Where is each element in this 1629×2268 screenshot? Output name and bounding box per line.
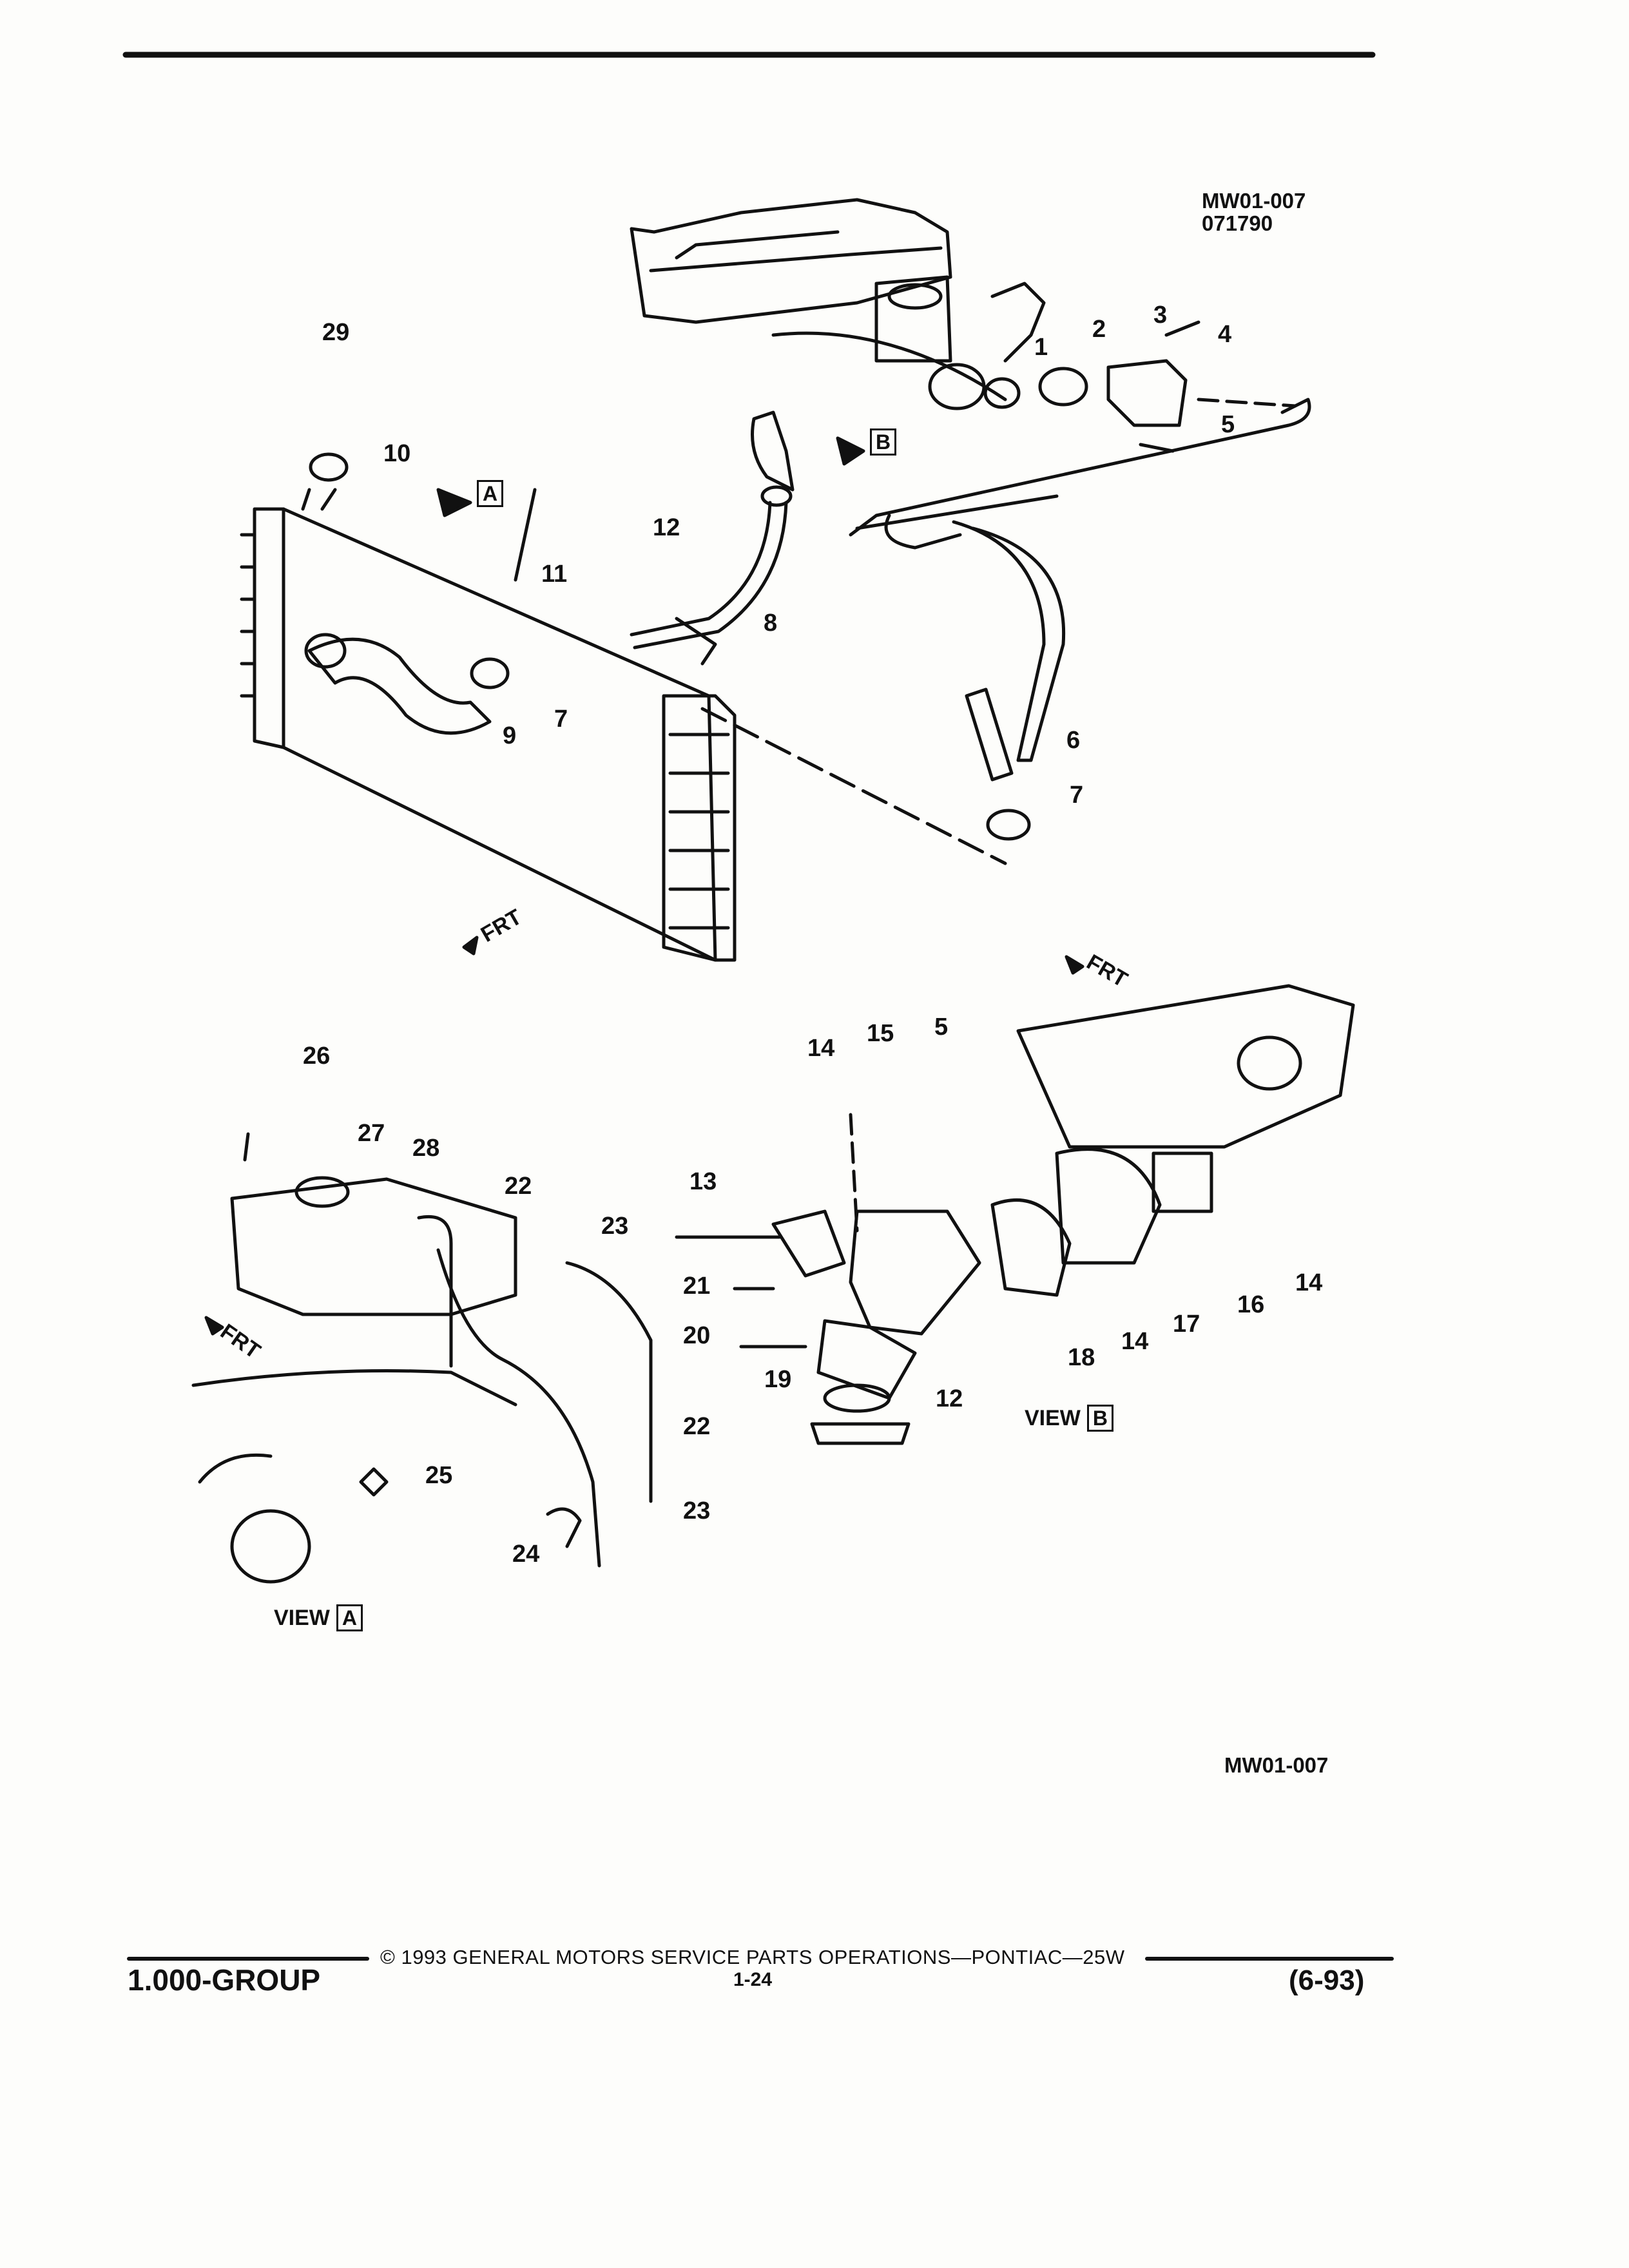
callout-29: 29 xyxy=(322,319,350,346)
callout-5-view-b: 5 xyxy=(934,1014,949,1041)
view-b-letter: B xyxy=(1086,1405,1114,1432)
callout-8: 8 xyxy=(764,610,778,637)
callout-11: 11 xyxy=(541,561,568,588)
callout-20: 20 xyxy=(683,1322,711,1349)
callout-23-bottom: 23 xyxy=(683,1497,711,1524)
callout-7-left: 7 xyxy=(554,706,568,733)
callout-24: 24 xyxy=(512,1541,540,1568)
engine-cover-drawing xyxy=(630,198,1046,401)
view-b-word: VIEW xyxy=(1025,1405,1081,1430)
heater-hose-drawing xyxy=(849,398,1311,841)
frt-arrow-top xyxy=(462,936,479,956)
frt-arrow-left xyxy=(204,1316,224,1336)
callout-14-mid: 14 xyxy=(1121,1328,1149,1355)
callout-28: 28 xyxy=(412,1135,440,1162)
view-a-word: VIEW xyxy=(274,1605,330,1630)
view-b-drawing xyxy=(675,984,1355,1445)
callout-13: 13 xyxy=(689,1168,717,1195)
arrow-b-letter: B xyxy=(870,428,897,456)
callout-7-right: 7 xyxy=(1070,782,1084,809)
callout-5-top: 5 xyxy=(1221,411,1235,438)
view-a-title: VIEW A xyxy=(274,1604,363,1631)
callout-15: 15 xyxy=(867,1020,894,1047)
callout-12-view-b: 12 xyxy=(936,1385,963,1412)
callout-9: 9 xyxy=(503,722,517,749)
callout-16: 16 xyxy=(1237,1291,1265,1318)
callout-1: 1 xyxy=(1034,334,1048,361)
view-a-letter: A xyxy=(336,1604,363,1631)
callout-12-top: 12 xyxy=(653,514,680,541)
callout-4: 4 xyxy=(1218,321,1232,348)
footer-group: 1.000-GROUP xyxy=(128,1963,321,1997)
arrow-b-drawing xyxy=(836,436,865,466)
figure-code-top: MW01-007 xyxy=(1202,189,1306,213)
callout-14-top: 14 xyxy=(807,1035,835,1062)
frt-arrow-right xyxy=(1065,955,1084,975)
arrow-b-label: B xyxy=(870,428,897,456)
callout-23-top: 23 xyxy=(601,1213,629,1240)
arrow-a-label: A xyxy=(477,480,504,507)
arrow-a-drawing xyxy=(436,488,472,517)
callout-14-right: 14 xyxy=(1295,1269,1323,1296)
callout-2: 2 xyxy=(1092,316,1106,343)
callout-25: 25 xyxy=(425,1462,453,1489)
callout-17: 17 xyxy=(1173,1311,1200,1338)
callout-18: 18 xyxy=(1068,1344,1095,1371)
callout-3: 3 xyxy=(1153,302,1168,329)
callout-22-bottom: 22 xyxy=(683,1413,711,1440)
footer-copyright: © 1993 GENERAL MOTORS SERVICE PARTS OPER… xyxy=(380,1946,1125,1968)
callout-6: 6 xyxy=(1066,727,1081,754)
callout-27: 27 xyxy=(358,1120,385,1147)
callout-26: 26 xyxy=(303,1043,331,1070)
upper-hose-drawing xyxy=(630,410,795,666)
callout-22-top: 22 xyxy=(505,1173,532,1200)
footer-date: (6-93) xyxy=(1289,1965,1365,1996)
callout-10: 10 xyxy=(383,440,411,467)
thermostat-housing-drawing xyxy=(928,320,1297,453)
view-b-title: VIEW B xyxy=(1025,1405,1114,1432)
view-a-drawing xyxy=(191,1132,653,1584)
callout-21: 21 xyxy=(683,1273,711,1300)
callout-19: 19 xyxy=(764,1366,792,1393)
figure-code-bottom: MW01-007 xyxy=(1224,1753,1329,1777)
footer-page-number: 1-24 xyxy=(733,1969,773,1990)
arrow-a-letter: A xyxy=(477,480,504,507)
figure-date-code: 071790 xyxy=(1202,211,1273,235)
radiator-drawing xyxy=(240,452,737,962)
